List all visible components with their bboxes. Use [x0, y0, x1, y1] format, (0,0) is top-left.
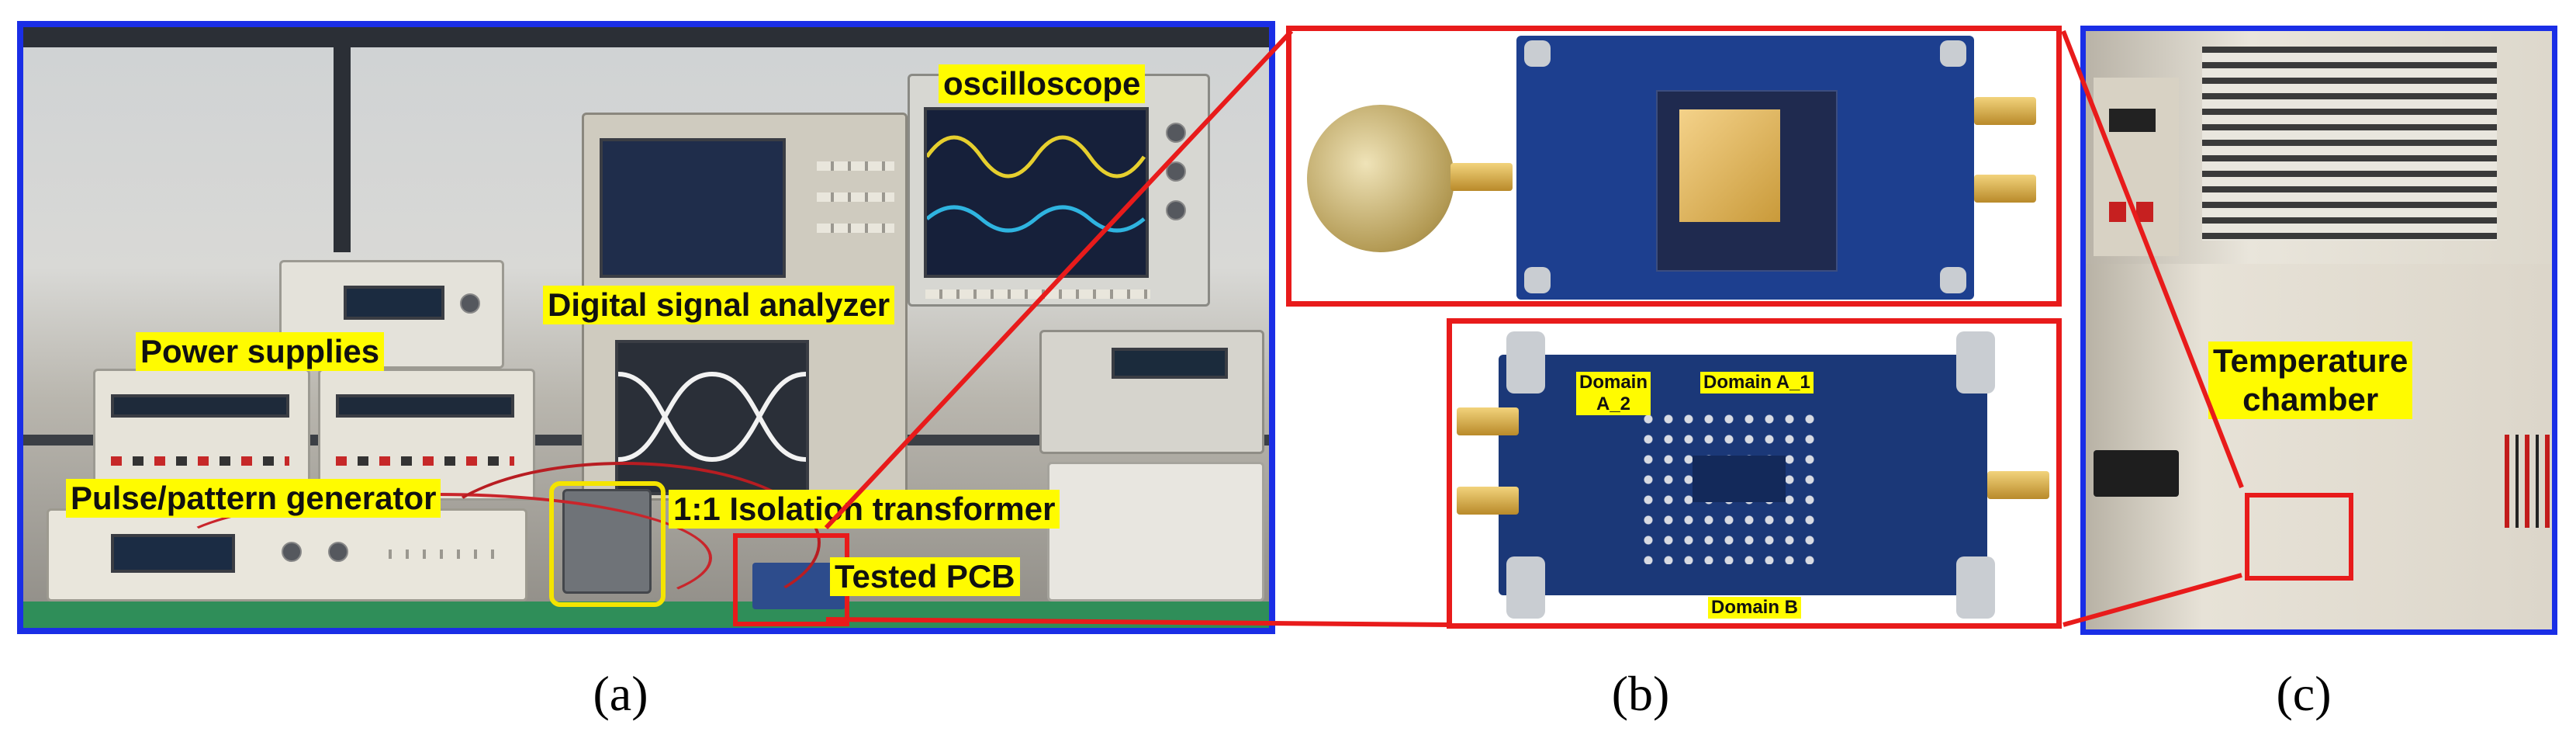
sma-connector-bl-1 [1457, 407, 1519, 435]
pcb-bottom-photo: Domain A_2 Domain A_1 Domain B [1447, 318, 2062, 629]
label-temperature-chamber: Temperature chamber [2208, 341, 2413, 419]
sma-connector-right-1 [1974, 97, 2036, 125]
oscilloscope-screen [924, 107, 1149, 278]
label-tested-pcb: Tested PCB [830, 557, 1020, 596]
temperature-chamber-photo: Temperature chamber [2080, 26, 2557, 635]
red-cable-2 [427, 462, 821, 623]
dc-supply-right [1039, 330, 1264, 454]
rack-instrument [1047, 462, 1264, 602]
label-oscilloscope: oscilloscope [939, 64, 1146, 103]
chamber-test-port-box [2245, 493, 2353, 581]
pcb-top-board [1516, 36, 1974, 300]
chip-die [1679, 109, 1780, 222]
standoff-tr [1956, 331, 1995, 394]
sma-connector-right-2 [1974, 175, 2036, 203]
oscilloscope-device [908, 74, 1210, 307]
label-isolation-transformer: 1:1 Isolation transformer [669, 490, 1060, 529]
label-pulse-pattern-generator: Pulse/pattern generator [66, 479, 441, 518]
standoff-br [1956, 556, 1995, 619]
sma-connector-bl-2 [1457, 487, 1519, 515]
standoff-bl [1506, 556, 1545, 619]
cables-right [2505, 435, 2551, 528]
eye-diagram-trace [617, 371, 807, 463]
label-digital-signal-analyzer: Digital signal analyzer [543, 286, 895, 324]
caption-a: (a) [593, 666, 648, 721]
lab-bench-photo: oscilloscope Digital signal analyzer Pow… [17, 21, 1275, 634]
analyzer-upper-screen [600, 138, 786, 278]
caption-b: (b) [1611, 666, 1670, 721]
transformer-highlight [549, 481, 666, 607]
control-panel [2094, 78, 2179, 256]
bottom-chip-area [1693, 456, 1786, 502]
door-handle [2094, 450, 2179, 497]
label-domain-a2: Domain A_2 [1576, 372, 1651, 415]
power-supply-upper [279, 260, 504, 369]
label-domain-a1: Domain A_1 [1700, 372, 1814, 394]
label-power-supplies: Power supplies [136, 332, 385, 371]
power-supply-right [318, 369, 535, 501]
pcb-top-photo [1286, 26, 2062, 307]
sma-connector-left [1451, 163, 1513, 191]
waveform-trace [925, 135, 1146, 233]
chamber-vent [2202, 47, 2497, 241]
sma-connector-br [1987, 471, 2049, 499]
coin [1307, 105, 1454, 252]
label-domain-b: Domain B [1708, 597, 1802, 619]
bench-shelf-top [23, 27, 1269, 47]
caption-c: (c) [2276, 666, 2332, 721]
standoff-tl [1506, 331, 1545, 394]
bench-post [334, 27, 351, 252]
